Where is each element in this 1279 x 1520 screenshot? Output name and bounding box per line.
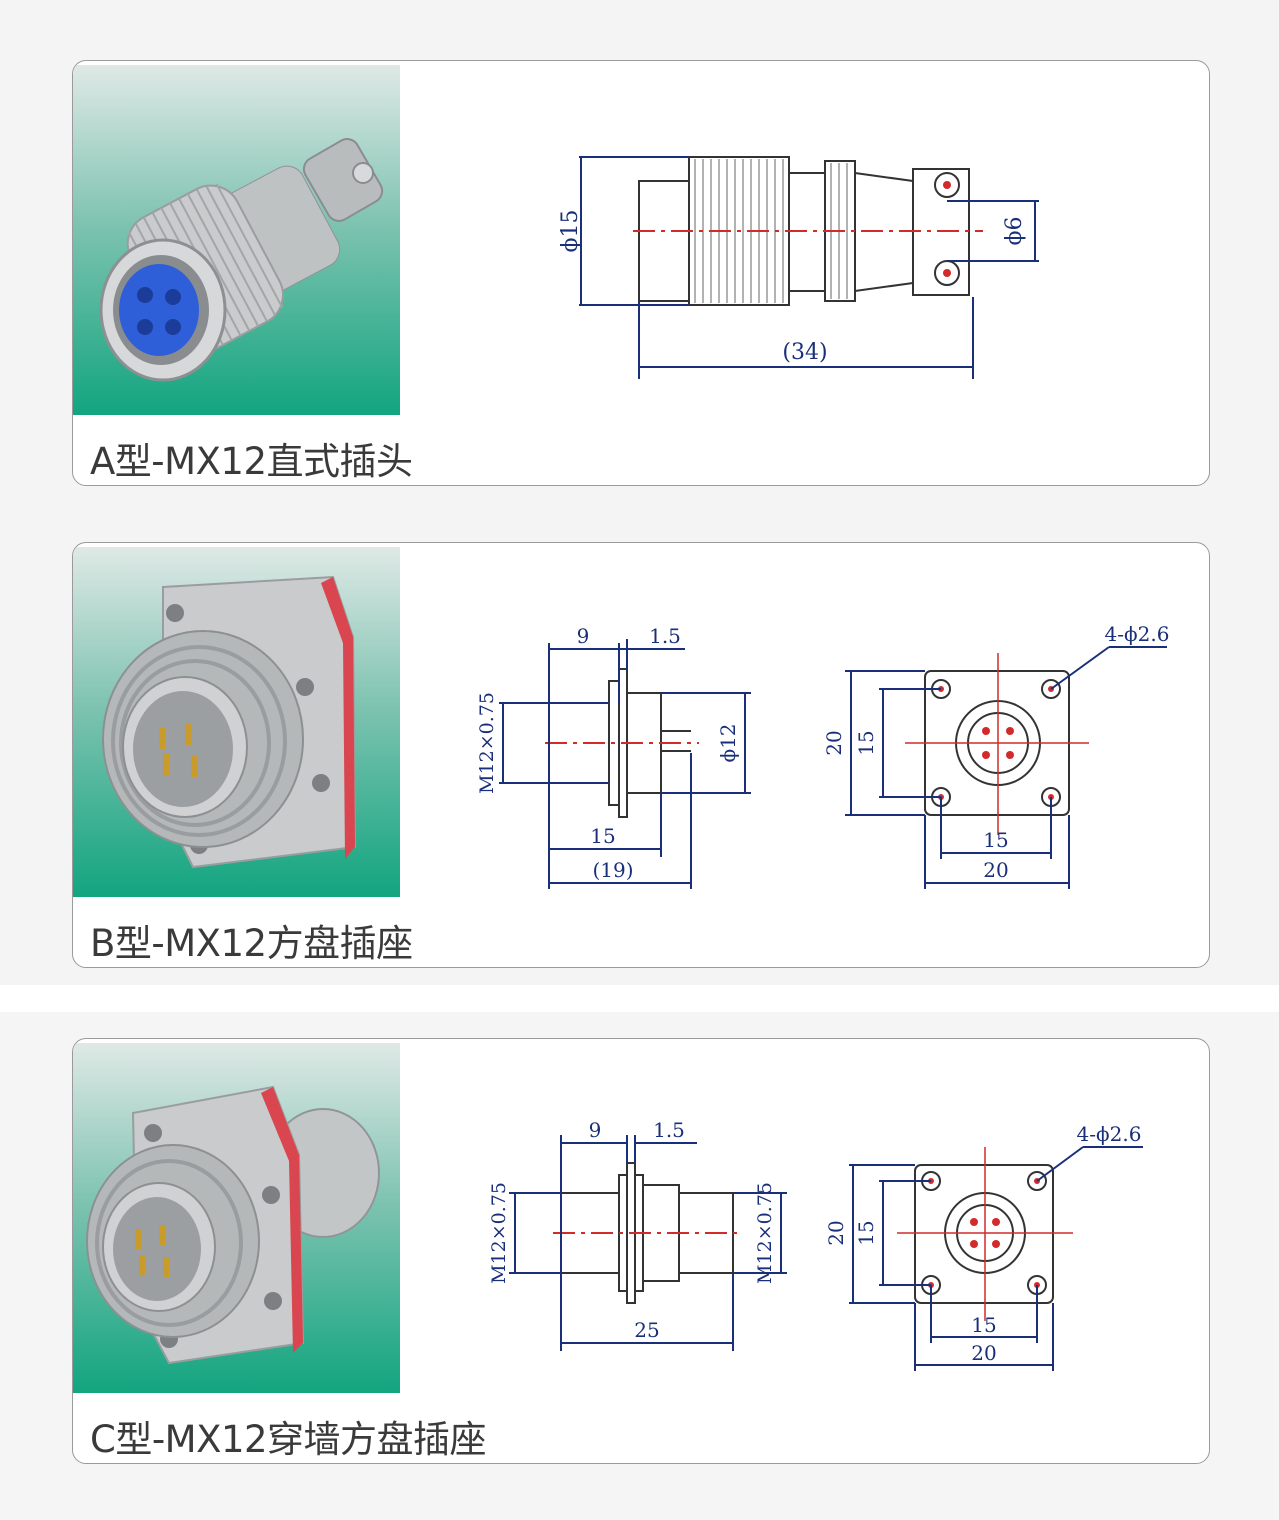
dim-a-dia6: ϕ6 — [1002, 217, 1027, 246]
product-photo-a — [73, 65, 400, 415]
product-card-c: 9 1.5 M12×0.75 M12×0.75 25 — [72, 1038, 1210, 1464]
dim-c-front-20v: 20 — [824, 1220, 848, 1245]
dim-a-dia15: ϕ15 — [558, 210, 583, 253]
dim-b-15: 15 — [590, 824, 615, 848]
dim-b-19: (19) — [592, 858, 633, 882]
dim-c-thread-right: M12×0.75 — [754, 1182, 776, 1284]
dim-b-front-20h: 20 — [983, 858, 1008, 882]
dim-b-thread: M12×0.75 — [476, 692, 498, 794]
dim-b-9: 9 — [577, 624, 590, 648]
dim-c-holes: 4-ϕ2.6 — [1077, 1122, 1142, 1146]
dim-c-front-20h: 20 — [971, 1341, 996, 1365]
drawing-b-side: 9 1.5 M12×0.75 ϕ12 15 (19) — [476, 622, 1170, 889]
product-card-b: 9 1.5 M12×0.75 ϕ12 15 (19) — [72, 542, 1210, 968]
dim-b-holes: 4-ϕ2.6 — [1105, 622, 1170, 646]
dim-c-9: 9 — [589, 1118, 602, 1142]
dim-b-front-15v: 15 — [854, 730, 878, 755]
drawing-c: 9 1.5 M12×0.75 M12×0.75 25 — [488, 1118, 1143, 1371]
dim-c-1-5: 1.5 — [653, 1118, 685, 1142]
product-card-a: ϕ15 ϕ6 (34) A型-MX12直式插头 — [72, 60, 1210, 486]
product-photo-b — [73, 547, 400, 897]
dim-b-1-5: 1.5 — [649, 624, 681, 648]
product-photo-c — [73, 1043, 400, 1393]
caption-a: A型-MX12直式插头 — [90, 440, 413, 483]
dim-b-dia12: ϕ12 — [716, 723, 740, 762]
caption-c: C型-MX12穿墙方盘插座 — [90, 1418, 487, 1461]
dim-b-front-20v: 20 — [822, 730, 846, 755]
drawing-a: ϕ15 ϕ6 (34) — [558, 156, 1039, 379]
band-gap — [0, 985, 1279, 1012]
dim-c-front-15h: 15 — [971, 1313, 996, 1337]
dim-a-length: (34) — [782, 340, 827, 365]
dim-c-25: 25 — [634, 1318, 659, 1342]
caption-b: B型-MX12方盘插座 — [90, 922, 413, 965]
dim-c-front-15v: 15 — [854, 1220, 878, 1245]
dim-b-front-15h: 15 — [983, 828, 1008, 852]
dim-c-thread-left: M12×0.75 — [488, 1182, 510, 1284]
